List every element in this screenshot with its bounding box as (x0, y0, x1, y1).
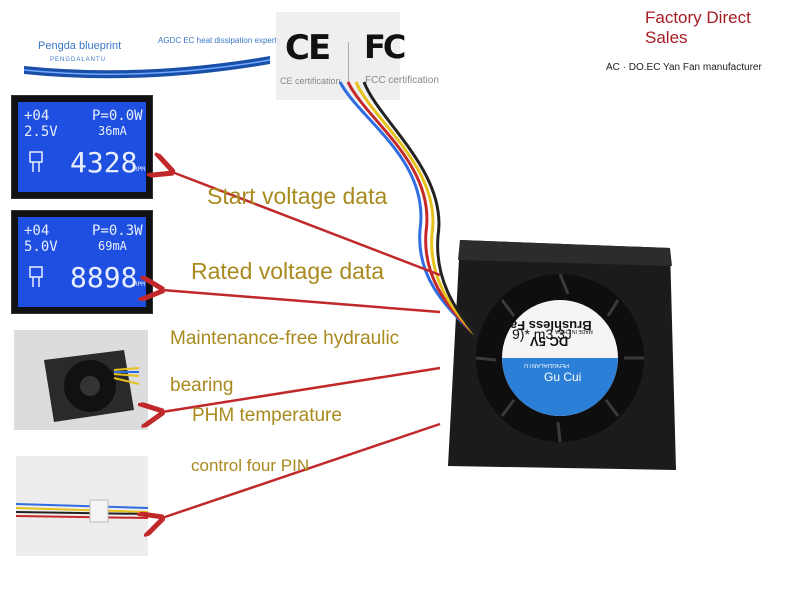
lcd-rated-current: 69mA (98, 239, 127, 253)
lcd-rated-power: P=0.3W (92, 223, 143, 239)
arrow-icon (162, 290, 441, 314)
lcd-start-line1-left: +04 (24, 108, 50, 124)
lcd-start-voltage: +04 P=0.0W 2.5V 36mA 4328 RPM (12, 96, 152, 198)
brand-slogan: AGDC EC heat dissipation expert! (158, 36, 279, 45)
certification-panel (276, 12, 400, 100)
feature-phm-temperature: PHM temperature (192, 405, 342, 426)
fan-label-code: 9)* m3 3J (512, 326, 572, 342)
temperature-probe-icon (29, 266, 43, 287)
feature-bearing: bearing (170, 375, 234, 396)
fan-label-brand-cn: Gu Cui (544, 370, 582, 384)
fcc-logo: FC (364, 28, 406, 66)
lcd-start-current: 36mA (98, 124, 127, 138)
lcd-start-rpm: 4328 (70, 146, 138, 179)
temperature-probe-icon (29, 151, 43, 172)
ce-certification-label: CE certification (280, 76, 341, 86)
lcd-start-voltage-value: 2.5V (24, 124, 58, 140)
lcd-rated-line1-left: +04 (24, 223, 50, 239)
feature-start-voltage: Start voltage data (207, 183, 388, 209)
arrow-icon (162, 422, 441, 518)
connector-photo (16, 456, 148, 556)
feature-four-pin: control four PIN (191, 456, 310, 475)
factory-direct-sales-title: Factory Direct Sales (645, 8, 751, 47)
feature-rated-voltage: Rated voltage data (191, 258, 385, 284)
brand-logo (23, 56, 271, 79)
lcd-rated-voltage-value: 5.0V (24, 239, 58, 255)
lcd-start-power: P=0.0W (92, 108, 143, 124)
blower-fan-product (448, 240, 676, 470)
ce-logo: CE (285, 28, 331, 68)
lcd-rated-rpm: 8898 (70, 261, 138, 294)
manufacturer-label: AC · DO.EC Yan Fan manufacturer (606, 62, 762, 73)
brand-subtitle: PENGDALANTU (50, 57, 107, 63)
arrow-icon (162, 366, 441, 412)
fcc-certification-label: FCC certification (365, 75, 439, 86)
lcd-start-rpm-unit: RPM (134, 166, 145, 173)
fan-wires (338, 81, 478, 337)
lcd-rated-voltage: +04 P=0.3W 5.0V 69mA 8898 RPM (12, 211, 152, 313)
fan-side-photo (14, 330, 148, 430)
brand-name: Pengda blueprint (38, 40, 122, 52)
arrow-icon (172, 172, 441, 277)
cert-divider (348, 42, 349, 82)
feature-hydraulic: Maintenance-free hydraulic (170, 328, 400, 349)
